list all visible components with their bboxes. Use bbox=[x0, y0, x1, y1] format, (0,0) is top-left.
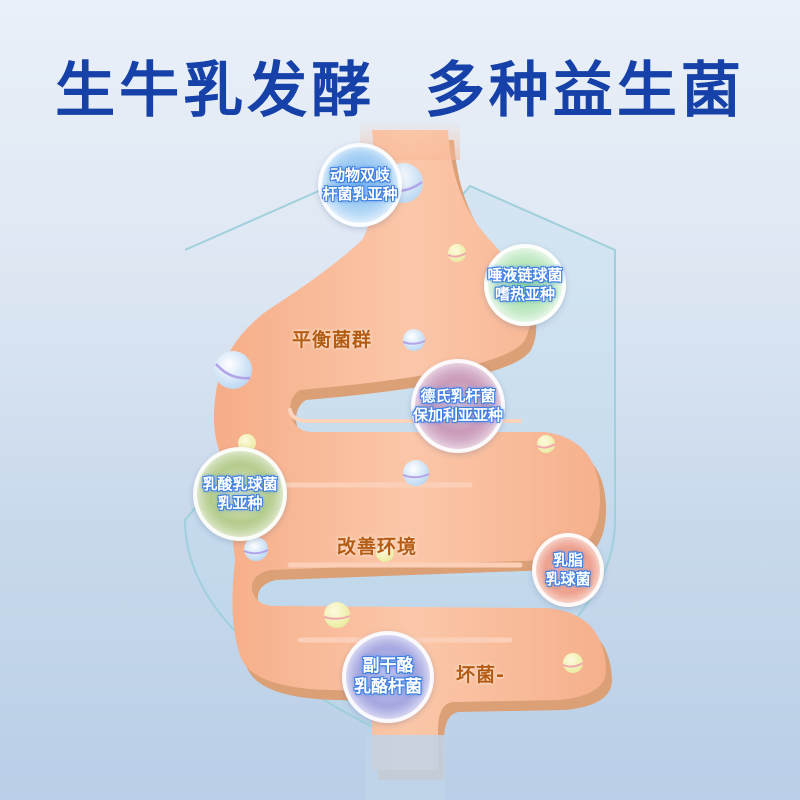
strain-name: 副干酪乳酪杆菌 bbox=[354, 655, 422, 697]
ball-yellow-icon bbox=[376, 544, 394, 562]
ball-yellow-icon bbox=[536, 435, 556, 453]
label-bad-bacteria: 坏菌- bbox=[456, 664, 505, 686]
strain-name: 唾液链球菌嗜热亚种 bbox=[487, 266, 563, 303]
strain-bubble-lactococcus-lactis: 乳酸乳球菌乳亚种 bbox=[193, 447, 287, 541]
headline-title: 生牛乳发酵 多种益生菌 bbox=[55, 56, 745, 126]
strain-bubble-lactobacillus-bulgaricus: 德氏乳杆菌保加利亚亚种 bbox=[411, 359, 505, 453]
strain-bubble-lacticaseibacillus-paracasei: 副干酪乳酪杆菌 bbox=[342, 631, 434, 723]
ball-yellow-icon bbox=[447, 244, 467, 262]
strain-bubble-bifidobacterium: 动物双歧杆菌乳亚种 bbox=[318, 143, 402, 227]
strain-name: 乳脂乳球菌 bbox=[545, 551, 591, 588]
ball-yellow-icon bbox=[323, 602, 351, 628]
strain-name: 乳酸乳球菌乳亚种 bbox=[202, 475, 278, 512]
label-balance-flora: 平衡菌群 bbox=[292, 329, 373, 351]
ball-blue-icon bbox=[243, 537, 269, 561]
ball-blue-icon bbox=[214, 351, 252, 389]
ball-blue-icon bbox=[402, 460, 430, 486]
ball-blue-icon bbox=[402, 329, 426, 351]
strain-name: 德氏乳杆菌保加利亚亚种 bbox=[412, 387, 503, 424]
strain-name: 动物双歧杆菌乳亚种 bbox=[322, 166, 398, 203]
ball-yellow-icon bbox=[562, 653, 584, 673]
strain-bubble-lactococcus-cremoris: 乳脂乳球菌 bbox=[532, 533, 604, 607]
strain-bubble-streptococcus: 唾液链球菌嗜热亚种 bbox=[484, 244, 566, 326]
label-improve-environment: 改善环境 bbox=[337, 536, 418, 558]
